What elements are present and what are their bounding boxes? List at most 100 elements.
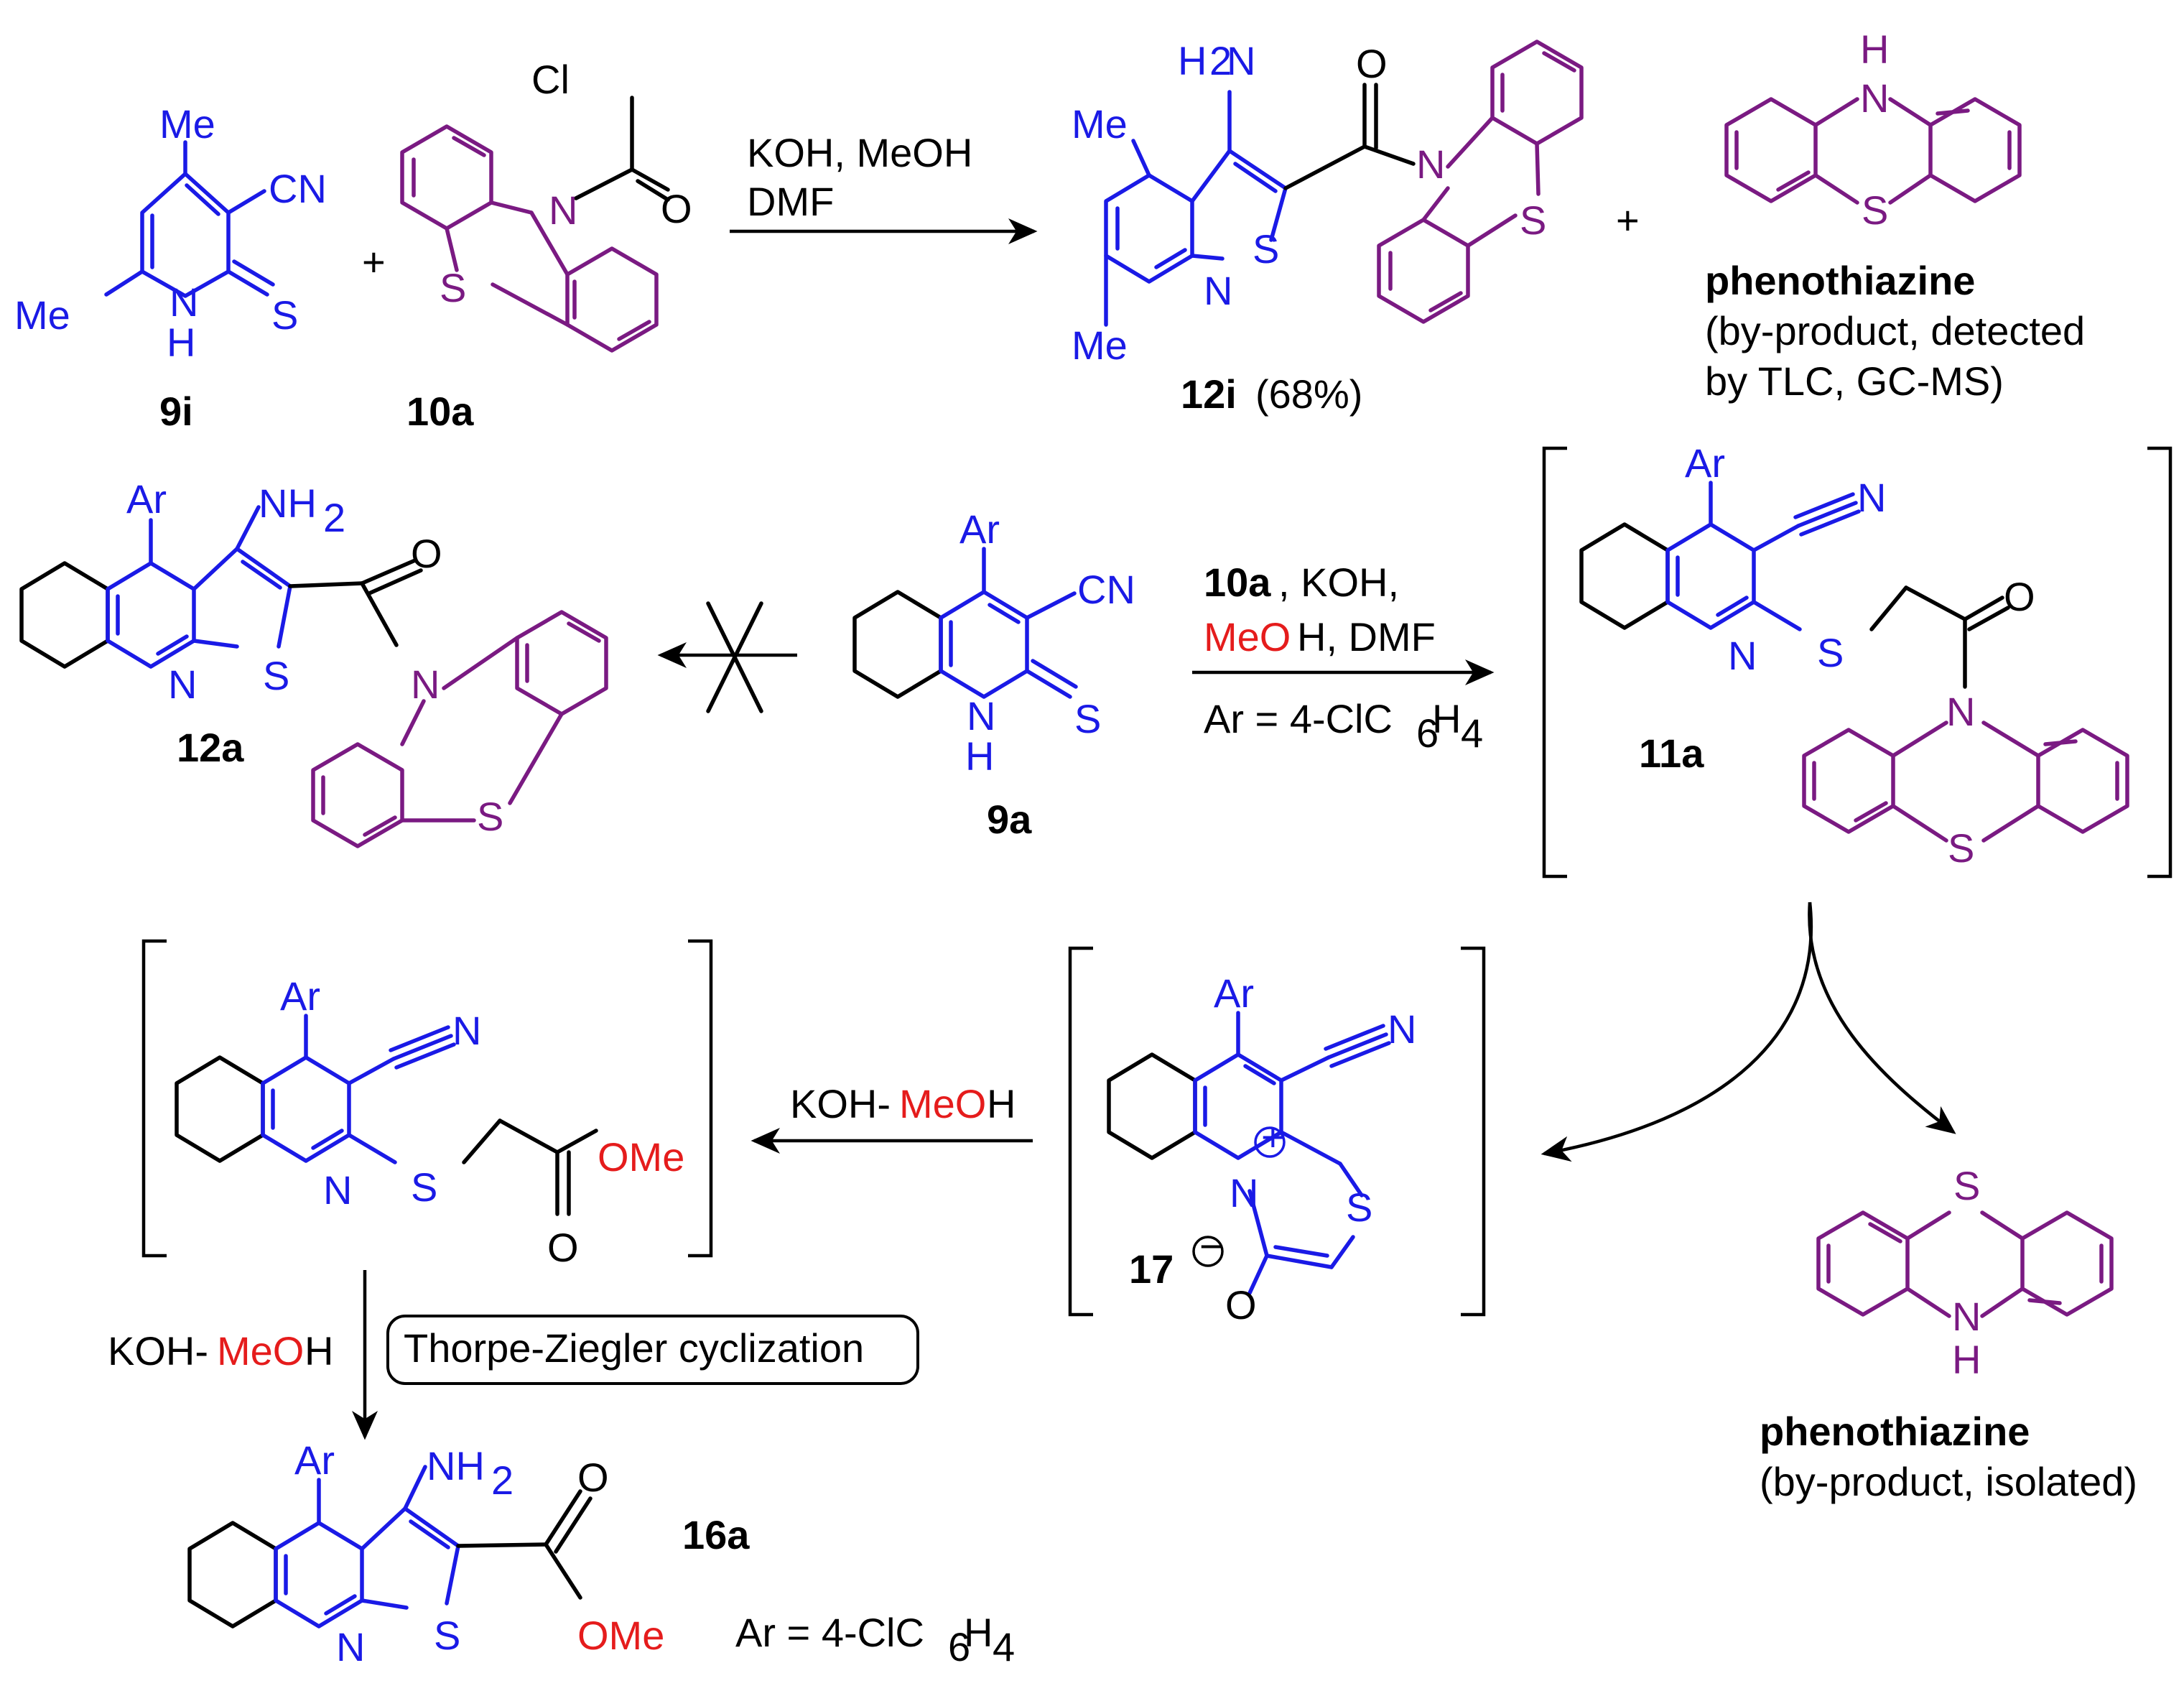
- phenothiazine-top-note-2: by TLC, GC-MS): [1705, 358, 2004, 404]
- atom-n: N: [967, 693, 995, 738]
- compound-12a-structure: Ar NH 2 S N O N S: [19, 476, 608, 848]
- atom-ar: Ar: [294, 1437, 335, 1483]
- compound-12i-structure: H 2 N Me S N Me O N S: [1072, 38, 1584, 368]
- condition-ar-bottom-sub4: 4: [993, 1624, 1015, 1669]
- bracket-left-11a: [1542, 446, 1567, 879]
- condition-koh: , KOH,: [1278, 560, 1399, 605]
- atom-nh2: NH: [259, 481, 317, 526]
- atom-n: N: [411, 662, 440, 707]
- atom-n: N: [1946, 689, 1975, 734]
- condition-ar-h: H: [1432, 696, 1461, 741]
- atom-s: S: [440, 265, 466, 310]
- condition-ar-bottom: Ar = 4-ClC: [735, 1610, 924, 1655]
- condition-ar-bottom-h: H: [964, 1610, 993, 1655]
- negative-charge: [1192, 1236, 1224, 1267]
- label-17: 17: [1129, 1246, 1174, 1292]
- phenothiazine-top-structure: H N S: [1724, 27, 2022, 233]
- atom-h: H: [1860, 27, 1889, 72]
- condition-meo: MeO: [217, 1328, 304, 1373]
- compound-17-structure: + − Ar N N S O: [1107, 970, 1416, 1328]
- bracket-left-ester: [141, 939, 167, 1258]
- cyclization-label: Thorpe-Ziegler cyclization: [404, 1325, 864, 1371]
- condition-dmf: DMF: [747, 179, 834, 224]
- atom-h: H: [965, 733, 994, 779]
- atom-ar: Ar: [1685, 440, 1725, 486]
- condition-koh: KOH-: [108, 1328, 208, 1373]
- charge-minus-sign: −: [1199, 1223, 1223, 1269]
- compound-11a-structure: Ar N N S O N S: [1579, 440, 2129, 871]
- atom-h: H: [167, 320, 195, 365]
- atom-s: S: [271, 292, 298, 338]
- atom-ar: Ar: [126, 476, 167, 522]
- atom-s: S: [1953, 1163, 1980, 1208]
- atom-me: Me: [1072, 323, 1128, 368]
- plus-sign: +: [362, 239, 386, 284]
- yield-12i: (68%): [1255, 371, 1362, 417]
- atom-s: S: [1074, 696, 1101, 741]
- phenothiazine-top-name: phenothiazine: [1705, 258, 1975, 303]
- atom-s: S: [434, 1613, 460, 1658]
- label-9a: 9a: [987, 797, 1032, 842]
- bracket-right-ester: [688, 939, 713, 1258]
- condition-h: H: [305, 1328, 333, 1373]
- positive-charge: [1254, 1126, 1286, 1158]
- atom-ar: Ar: [959, 506, 1000, 552]
- atom-n: N: [1388, 1006, 1416, 1052]
- atom-n: N: [323, 1167, 352, 1213]
- atom-s: S: [263, 653, 289, 698]
- atom-s: S: [1346, 1185, 1372, 1230]
- atom-cl: Cl: [531, 57, 570, 102]
- reaction-arrow-to-phenothiazine: [1808, 902, 1956, 1134]
- atom-s: S: [1253, 226, 1279, 272]
- atom-me: Me: [159, 101, 215, 147]
- condition-ar-sub6: 6: [1416, 710, 1439, 756]
- atom-h2n-sub: 2: [1209, 38, 1232, 83]
- atom-n: N: [452, 1008, 481, 1053]
- condition-koh-meoh: KOH, MeOH: [747, 130, 972, 175]
- atom-o: O: [547, 1225, 579, 1270]
- label-9i: 9i: [159, 389, 193, 434]
- condition-reagent-10a: 10a: [1204, 560, 1271, 605]
- label-12i: 12i: [1181, 371, 1237, 417]
- atom-ome: OMe: [598, 1134, 684, 1180]
- atom-n: N: [1416, 142, 1445, 187]
- atom-me: Me: [14, 292, 70, 338]
- label-12a: 12a: [177, 725, 244, 770]
- compound-10a-structure: N S Cl O: [400, 57, 692, 353]
- atom-ar: Ar: [1214, 970, 1254, 1016]
- reaction-arrow-to-17: [1541, 902, 1813, 1162]
- condition-h-dmf: H, DMF: [1297, 614, 1436, 659]
- condition-koh: KOH-: [790, 1081, 891, 1126]
- atom-o: O: [577, 1455, 609, 1500]
- atom-s: S: [1862, 187, 1888, 233]
- atom-n: N: [1728, 633, 1757, 678]
- atom-n: N: [1857, 475, 1886, 520]
- label-16a: 16a: [682, 1512, 750, 1557]
- label-10a: 10a: [406, 389, 474, 434]
- condition-ar-bottom-sub6: 6: [948, 1624, 970, 1669]
- cross-mark: [706, 601, 763, 713]
- cyclization-label-box: [386, 1315, 919, 1385]
- condition-meo: MeO: [899, 1081, 986, 1126]
- atom-nh2-sub: 2: [323, 495, 345, 540]
- atom-o: O: [411, 531, 442, 576]
- label-11a: 11a: [1639, 731, 1704, 776]
- atom-cn: CN: [1077, 567, 1135, 612]
- condition-ar: Ar = 4-ClC: [1204, 696, 1393, 741]
- condition-h: H: [987, 1081, 1016, 1126]
- compound-16a-structure: Ar NH 2 S N O OMe: [187, 1437, 664, 1669]
- atom-s: S: [1948, 825, 1974, 871]
- plus-sign: +: [1616, 198, 1640, 243]
- compound-9i-structure: Me CN N H S Me: [14, 101, 327, 365]
- atom-h2n-n: N: [1227, 38, 1255, 83]
- atom-h: H: [1952, 1337, 1981, 1382]
- atom-s: S: [1520, 198, 1546, 243]
- atom-s: S: [411, 1164, 437, 1210]
- phenothiazine-bottom-structure: S N H: [1816, 1163, 2114, 1382]
- atom-n: N: [1230, 1170, 1258, 1215]
- atom-n: N: [169, 279, 198, 325]
- compound-ester-structure: Ar N N S OMe O: [175, 973, 684, 1270]
- atom-n: N: [1952, 1294, 1981, 1339]
- phenothiazine-bottom-note: (by-product, isolated): [1760, 1459, 2137, 1504]
